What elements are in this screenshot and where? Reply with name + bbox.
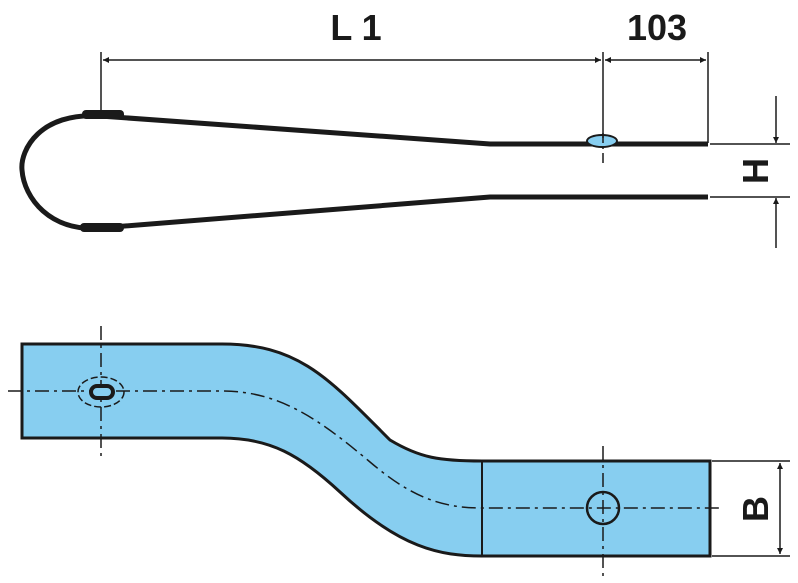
eye-slot [89, 384, 115, 400]
eye-loop [19, 113, 101, 231]
b-label: B [735, 496, 776, 522]
bolt-head [586, 134, 618, 148]
bolt-hole [585, 490, 621, 526]
dimension-b [712, 460, 790, 557]
eye-slot-outline [77, 376, 125, 408]
l1-label: L 1 [330, 7, 381, 48]
dim103-label: 103 [627, 7, 687, 48]
eye-clamp-top [82, 110, 124, 119]
dimension-l1 [100, 52, 709, 143]
part-centerline [8, 390, 720, 509]
eye-clamp-bottom [80, 223, 124, 232]
side-view [19, 110, 708, 232]
upper-leaf [99, 113, 708, 147]
lower-leaf [99, 194, 708, 231]
plan-view [8, 326, 720, 576]
h-label: H [735, 158, 776, 184]
part-body [20, 342, 712, 558]
dimension-h [710, 96, 790, 248]
